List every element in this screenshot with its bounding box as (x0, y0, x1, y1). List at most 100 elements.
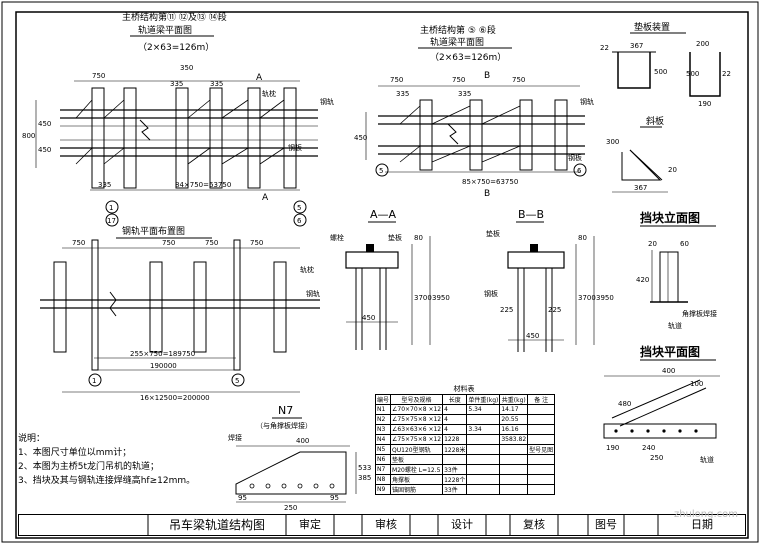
table-cell: 4 (442, 414, 468, 425)
table-cell (466, 474, 501, 485)
axis-1-rail: 1 (92, 377, 96, 385)
dim-225-b: 225 (548, 306, 561, 314)
plan-mid-span: （2×63=126m） (430, 52, 506, 63)
dim-20-elev: 20 (648, 240, 657, 248)
dim-60-elev: 60 (680, 240, 689, 248)
label-pad-bb: 垫板 (486, 229, 500, 238)
table-cell: N2 (374, 414, 392, 425)
table-header: 备 注 (527, 394, 556, 405)
dim-300-diag: 300 (606, 138, 619, 146)
table-cell: 1228米 (442, 444, 468, 455)
table-cell: QU120型钢轨 (390, 444, 444, 455)
notes: 说明： 1、本图尺寸单位以mm计； 2、本图为主桥5t龙门吊机的轨道； 3、挡块… (18, 432, 195, 488)
dim-80-b: 80 (578, 234, 587, 242)
label-track-elev: 轨道 (668, 321, 682, 330)
dim-190-pad: 190 (698, 100, 711, 108)
axis-6-left: 6 (297, 217, 302, 225)
table-cell (527, 464, 556, 475)
dim-3700-a: 3700 (414, 294, 432, 302)
dim-800-left: 800 (22, 132, 35, 140)
note-line: 3、挡块及其与钢轨连接焊缝高hf≥12mm。 (18, 476, 196, 486)
axis-17-left: 17 (107, 217, 116, 225)
table-cell (466, 434, 501, 445)
label-sleeper-rail: 轨枕 (300, 265, 314, 274)
section-aa-title: A—A (370, 208, 397, 221)
dim-3950-a: 3950 (432, 294, 450, 302)
dim-450-left-b: 450 (38, 146, 51, 154)
dim-450-bb: 450 (526, 332, 539, 340)
material-table: 材料表 编号 型号及规格 长度 单件重(kg) 共重(kg) 备 注 N1∠70… (374, 384, 556, 495)
table-cell: N1 (374, 404, 392, 415)
table-cell: 33件 (442, 484, 468, 495)
table-cell: ∠70×70×8 ×12 (390, 404, 444, 415)
dim-400-n7: 400 (296, 437, 309, 445)
table-title: 材料表 (453, 385, 475, 393)
table-cell (527, 484, 556, 495)
dim-225-a: 225 (500, 306, 513, 314)
dim-85: 85×750=63750 (462, 178, 518, 186)
dim-335-d: 335 (396, 90, 409, 98)
detail-pad: 垫板装置 367 500 22 22 200 500 190 (600, 21, 731, 108)
dim-750-a: 750 (92, 72, 105, 80)
plan-left-title1: 主桥结构第⑪ ⑫及⑬ ⑭段 (122, 11, 227, 23)
plan-mid-title2: 轨道梁平面图 (430, 36, 484, 48)
dim-3700-b: 3700 (578, 294, 596, 302)
table-cell (466, 464, 501, 475)
plan-left-title2: 轨道梁平面图 (138, 24, 192, 36)
rail-plan-title: 钢轨平面布置图 (122, 225, 185, 237)
tb-design: 设计 (451, 518, 473, 531)
plan-view-left: 主桥结构第⑪ ⑫及⑬ ⑭段 轨道梁平面图 （2×63=126m） 750 350… (22, 11, 334, 227)
dim-80-a: 80 (414, 234, 423, 242)
dim-450-aa: 450 (362, 314, 375, 322)
label-sleeper-left: 轨枕 (262, 89, 276, 98)
label-plate-bb: 钢板 (484, 289, 498, 298)
table-cell (499, 464, 529, 475)
block-plan: 挡块平面图 400 100 480 190 240 250 轨道 (603, 344, 720, 464)
table-header: 编号 (374, 394, 392, 405)
dim-750-b: 750 (390, 76, 403, 84)
note-line: 说明： (18, 434, 46, 444)
section-mark-a-top: A (256, 73, 263, 83)
table-cell: ∠75×75×8 ×12 (390, 434, 444, 445)
table-cell: N7 (374, 464, 392, 475)
dim-250-n7: 250 (284, 504, 297, 512)
dim-533: 533 (358, 464, 371, 472)
table-header: 型号及规格 (390, 394, 444, 405)
table-cell (527, 474, 556, 485)
block-elevation: 挡块立面图 420 20 60 角撑板焊接 轨道 (636, 210, 717, 330)
detail-pad-title: 垫板装置 (634, 21, 670, 33)
dim-100-plan: 100 (690, 380, 703, 388)
table-cell: 锚固钢筋 (390, 484, 444, 495)
table-cell: 33件 (442, 464, 468, 475)
table-cell (466, 454, 501, 465)
table-cell: 4 (442, 404, 468, 415)
table-cell: 5.34 (466, 404, 501, 415)
dim-335-e: 335 (458, 90, 471, 98)
table-cell (442, 454, 468, 465)
note-line: 2、本图为主桥5t龙门吊机的轨道； (18, 462, 159, 472)
label-pad-aa: 垫板 (388, 233, 402, 242)
label-plate-mid: 钢板 (568, 153, 582, 162)
n7-title: N7 (278, 404, 293, 417)
dim-335-a: 335 (170, 80, 183, 88)
dim-95-b: 95 (330, 494, 339, 502)
n7-subtitle: （与角撑板焊接） (256, 421, 312, 430)
axis-5-rail: 5 (235, 377, 239, 385)
dim-500-a: 500 (654, 68, 667, 76)
tb-review: 审核 (375, 518, 397, 531)
n7-detail: N7 （与角撑板焊接） 400 533 385 95 95 250 焊接 (228, 404, 371, 512)
section-mark-b-top: B (484, 71, 490, 81)
table-cell: 垫板 (390, 454, 444, 465)
dim-16: 16×12500=200000 (140, 394, 210, 402)
table-cell (499, 454, 529, 465)
plan-view-middle: 主桥结构第 ⑤ ⑥段 轨道梁平面图 （2×63=126m） 750 750 75… (354, 24, 594, 199)
label-rail-plan: 钢轨 (306, 289, 320, 298)
section-bb-title: B—B (518, 208, 544, 221)
axis-5-left: 5 (297, 204, 301, 212)
table-header: 共重(kg) (499, 394, 529, 405)
dim-367-a: 367 (630, 42, 643, 50)
